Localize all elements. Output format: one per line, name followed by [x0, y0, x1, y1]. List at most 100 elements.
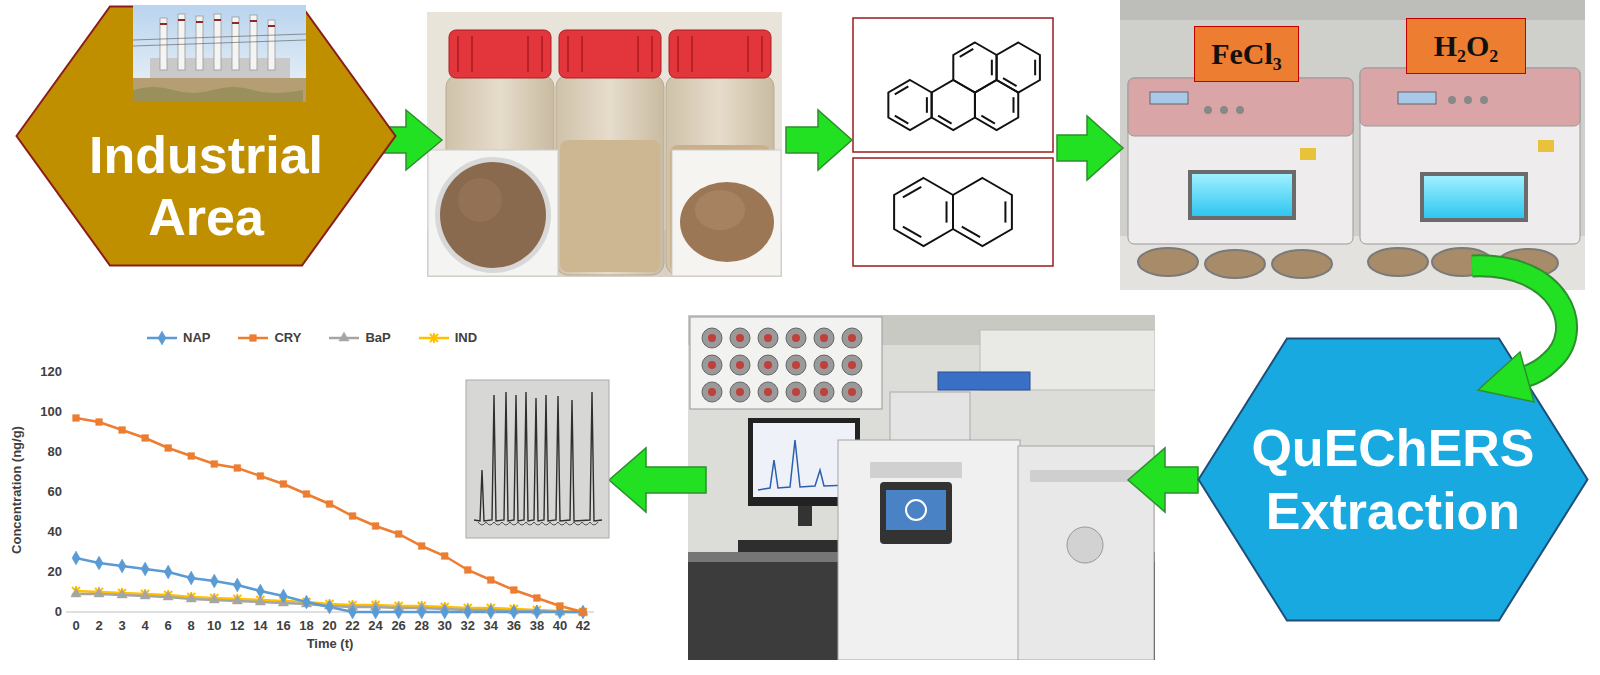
uv-lamp-unit: [1420, 172, 1528, 222]
legend-marker: [250, 334, 257, 341]
petri-dish-inset: [428, 150, 558, 276]
uv-reactor-photo: [1120, 0, 1585, 290]
benzene-ring: [895, 116, 909, 124]
soil-jars-photo: [427, 12, 782, 277]
vial-tray-inset: [730, 328, 750, 348]
data-marker: [233, 578, 241, 592]
uv-lamp-unit: [1204, 106, 1212, 114]
data-marker: [510, 605, 518, 619]
jar: [471, 36, 473, 72]
data-marker: [372, 523, 379, 530]
benzene-ring: [997, 43, 1040, 93]
hexagon-shape: [1197, 337, 1589, 622]
axis-tick-label: 22: [345, 618, 359, 633]
data-marker: [188, 453, 195, 460]
benzene-ring: [888, 80, 931, 130]
monitor: [798, 506, 812, 526]
axis-tick-label: 20: [322, 618, 336, 633]
monitor: [758, 440, 850, 490]
vial-tray-inset: [758, 355, 778, 375]
data-marker: [580, 609, 587, 616]
uv-lamp-unit: [1538, 140, 1554, 152]
benzene-ring: [953, 178, 1012, 246]
sample-dishes: [1432, 248, 1492, 276]
soil-pile-inset: [680, 182, 774, 262]
axis-tick-label: 4: [142, 618, 149, 633]
data-marker: [372, 605, 380, 619]
legend-marker: [430, 333, 438, 343]
uv-lamp-unit: [1480, 96, 1488, 104]
data-marker: [142, 435, 149, 442]
uv-reactor-photo: [1120, 0, 1585, 20]
vial-tray-inset: [848, 361, 856, 369]
benzene-ring: [1034, 60, 1036, 76]
vial-tray-inset: [736, 388, 744, 396]
line-chart: [66, 415, 594, 619]
vial-tray-inset: [792, 361, 800, 369]
chart-legend: NAPCRYBaPIND: [145, 330, 477, 345]
data-marker: [579, 607, 587, 617]
vial-tray-inset: [842, 328, 862, 348]
node-text: FeCl₃: [1211, 36, 1282, 72]
data-marker: [257, 473, 264, 480]
monitor: [738, 540, 850, 552]
jar: [556, 75, 664, 275]
gc-ms-photo: [688, 315, 1155, 660]
gc-unit: [890, 392, 970, 442]
vial-tray-inset: [764, 361, 772, 369]
legend-entry: NAP: [145, 330, 210, 345]
petri-dish-inset: [440, 162, 546, 268]
data-marker: [186, 593, 196, 602]
axis-tick-label: 36: [507, 618, 521, 633]
legend-entry: IND: [417, 330, 477, 345]
vial-tray-inset: [848, 388, 856, 396]
jar: [449, 30, 551, 78]
data-marker: [72, 551, 80, 565]
axis-tick-label: 32: [461, 618, 475, 633]
legend-entry: BaP: [327, 330, 390, 345]
vial-tray-inset: [814, 328, 834, 348]
data-marker: [441, 553, 448, 560]
data-marker: [418, 605, 426, 619]
soil-pile-inset: [672, 150, 781, 276]
uv-lamp-unit: [1424, 176, 1524, 218]
benzene-ring: [953, 43, 996, 93]
sample-dishes: [1138, 248, 1558, 278]
flow-arrow: [1057, 116, 1123, 180]
axis-tick-label: 100: [0, 404, 62, 419]
axis-tick-label: 20: [0, 564, 62, 579]
uv-lamp-unit: [1360, 68, 1580, 126]
data-marker: [280, 481, 287, 488]
gc-unit: [880, 482, 952, 544]
data-marker: [94, 588, 104, 597]
uv-lamp-unit: [1300, 148, 1316, 160]
data-marker: [418, 543, 425, 550]
axis-title: Time (t): [307, 636, 354, 651]
data-marker: [118, 559, 126, 573]
jar: [527, 36, 529, 72]
axis-tick-label: 0: [72, 618, 79, 633]
molecule-box: [853, 18, 1053, 152]
vial-tray-inset: [708, 334, 716, 342]
benzene-ring: [946, 201, 948, 222]
data-marker: [211, 461, 218, 468]
data-marker: [534, 595, 541, 602]
axis-tick-label: 6: [165, 618, 172, 633]
legend-text: IND: [455, 330, 477, 345]
gc-unit: [838, 440, 1020, 660]
data-marker: [117, 589, 127, 598]
reagent-box: FeCl₃: [1194, 26, 1299, 82]
vial-tray-inset: [690, 317, 882, 409]
benzene-ring: [1004, 201, 1006, 222]
axis-tick-label: 10: [207, 618, 221, 633]
data-marker: [302, 595, 310, 609]
chromatogram-inset: [466, 380, 609, 538]
flow-arrow: [1128, 448, 1198, 512]
hexagon-node: Industrial Area: [15, 5, 397, 267]
vial-tray-inset: [820, 334, 828, 342]
benzene-ring: [926, 97, 928, 113]
sample-dishes: [1272, 250, 1332, 278]
benzene-ring: [953, 43, 996, 93]
node-text: QuEChERS Extraction: [1237, 417, 1549, 542]
data-marker: [256, 584, 264, 598]
